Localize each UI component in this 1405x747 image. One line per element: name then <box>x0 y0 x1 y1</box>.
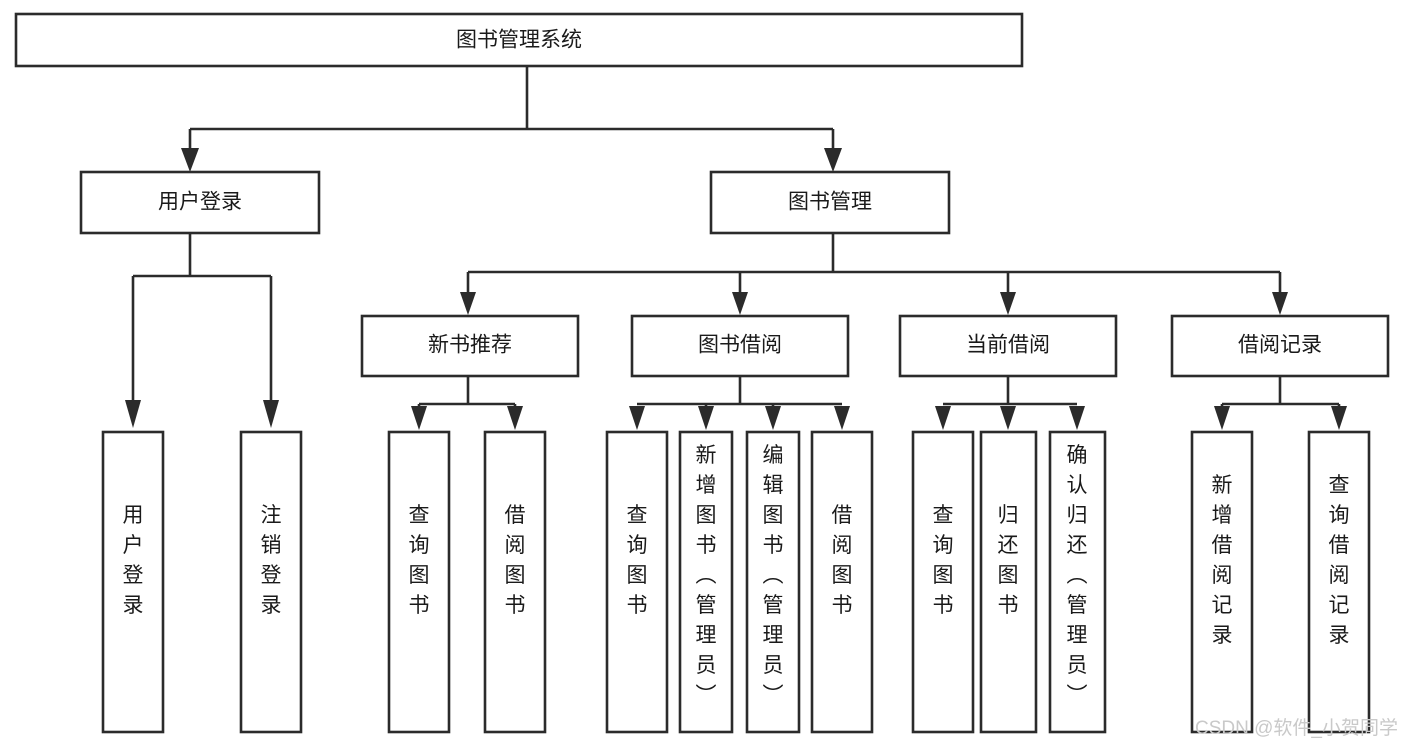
node-leaf-query-book-1-label: 查询图书 <box>409 504 430 617</box>
node-leaf-return-book-label: 归还图书 <box>998 504 1019 617</box>
node-user-login-box[interactable] <box>79 170 321 235</box>
node-leaf-edit-book-admin-label: 编辑图书︵管理员︶ <box>763 444 784 707</box>
node-leaf-return-book[interactable]: 归还图书 <box>979 430 1038 734</box>
arrowhead-current-borrow <box>1000 292 1016 315</box>
node-book-borrow-box[interactable] <box>630 314 850 378</box>
node-book-borrow[interactable]: 图书借阅 <box>630 314 850 378</box>
node-new-book-recommend-label: 新书推荐 <box>428 334 512 357</box>
node-borrow-record-label: 借阅记录 <box>1238 334 1322 357</box>
node-leaf-confirm-return-admin-box[interactable] <box>1048 430 1107 734</box>
node-book-management[interactable]: 图书管理 <box>709 170 951 235</box>
arrowhead-leaf-add-borrow-record <box>1214 406 1230 430</box>
node-user-login[interactable]: 用户登录 <box>79 170 321 235</box>
node-leaf-borrow-book-2[interactable]: 借阅图书 <box>810 430 874 734</box>
node-leaf-query-book-2-label: 查询图书 <box>627 504 648 617</box>
node-leaf-add-book-admin-label: 新增图书︵管理员︶ <box>696 444 717 707</box>
arrowhead-book-management <box>824 148 842 172</box>
node-book-management-label: 图书管理 <box>788 191 872 214</box>
node-leaf-user-login-box[interactable] <box>101 430 165 734</box>
node-leaf-return-book-box[interactable] <box>979 430 1038 734</box>
node-leaf-borrow-book-2-label: 借阅图书 <box>832 504 853 617</box>
node-leaf-confirm-return-admin-label: 确认归还︵管理员︶ <box>1067 444 1088 707</box>
node-leaf-add-borrow-record[interactable]: 新增借阅记录 <box>1190 430 1254 734</box>
node-current-borrow-label: 当前借阅 <box>966 334 1050 357</box>
node-leaf-edit-book-admin-box[interactable] <box>745 430 801 734</box>
node-leaf-query-book-3-label: 查询图书 <box>933 504 954 617</box>
node-current-borrow[interactable]: 当前借阅 <box>898 314 1118 378</box>
node-leaf-query-book-2[interactable]: 查询图书 <box>605 430 669 734</box>
node-leaf-borrow-book-1[interactable]: 借阅图书 <box>483 430 547 734</box>
node-borrow-record[interactable]: 借阅记录 <box>1170 314 1390 378</box>
node-leaf-edit-book-admin[interactable]: 编辑图书︵管理员︶ <box>745 430 801 734</box>
node-root-box[interactable] <box>14 12 1024 68</box>
node-root-label: 图书管理系统 <box>456 29 582 52</box>
node-leaf-borrow-book-1-label: 借阅图书 <box>505 504 526 617</box>
node-leaf-borrow-book-2-box[interactable] <box>810 430 874 734</box>
node-leaf-query-book-3-box[interactable] <box>911 430 975 734</box>
arrowhead-leaf-borrow-book-1 <box>507 406 523 430</box>
watermark-label: CSDN @软件_小贺同学 <box>1195 717 1398 739</box>
node-leaf-logout-login[interactable]: 注销登录 <box>239 430 303 734</box>
arrowhead-book-borrow <box>732 292 748 315</box>
node-user-login-label: 用户登录 <box>158 191 242 214</box>
arrowhead-leaf-query-book-2 <box>629 406 645 430</box>
node-current-borrow-box[interactable] <box>898 314 1118 378</box>
node-book-borrow-label: 图书借阅 <box>698 334 782 357</box>
node-leaf-user-login[interactable]: 用户登录 <box>101 430 165 734</box>
node-leaf-query-borrow-record-label: 查询借阅记录 <box>1329 474 1350 647</box>
arrowhead-leaf-query-book-3 <box>935 406 951 430</box>
arrowhead-leaf-logout-login <box>263 400 279 428</box>
arrowhead-leaf-query-borrow-record <box>1331 406 1347 430</box>
node-leaf-query-book-1-box[interactable] <box>387 430 451 734</box>
connector-layer <box>125 66 1347 430</box>
arrowhead-leaf-confirm-return-admin <box>1069 406 1085 430</box>
arrowhead-borrow-record <box>1272 292 1288 315</box>
arrowhead-user-login <box>181 148 199 172</box>
node-leaf-add-book-admin[interactable]: 新增图书︵管理员︶ <box>678 430 734 734</box>
node-leaf-confirm-return-admin[interactable]: 确认归还︵管理员︶ <box>1048 430 1107 734</box>
arrowhead-leaf-borrow-book-2 <box>834 406 850 430</box>
arrowhead-leaf-user-login <box>125 400 141 428</box>
node-leaf-user-login-label: 用户登录 <box>123 504 144 617</box>
arrowhead-leaf-add-book-admin <box>698 406 714 430</box>
node-root[interactable]: 图书管理系统 <box>14 12 1024 68</box>
node-new-book-recommend-box[interactable] <box>360 314 580 378</box>
node-new-book-recommend[interactable]: 新书推荐 <box>360 314 580 378</box>
node-leaf-logout-login-box[interactable] <box>239 430 303 734</box>
arrowhead-leaf-return-book <box>1000 406 1016 430</box>
node-leaf-add-borrow-record-label: 新增借阅记录 <box>1212 474 1233 647</box>
node-leaf-add-book-admin-box[interactable] <box>678 430 734 734</box>
node-book-management-box[interactable] <box>709 170 951 235</box>
node-leaf-add-borrow-record-box[interactable] <box>1190 430 1254 734</box>
arrowhead-new-book-recommend <box>460 292 476 315</box>
node-leaf-borrow-book-1-box[interactable] <box>483 430 547 734</box>
node-leaf-query-book-3[interactable]: 查询图书 <box>911 430 975 734</box>
node-leaf-logout-login-label: 注销登录 <box>261 504 282 617</box>
node-leaf-query-book-2-box[interactable] <box>605 430 669 734</box>
arrowhead-leaf-edit-book-admin <box>765 406 781 430</box>
node-leaf-query-book-1[interactable]: 查询图书 <box>387 430 451 734</box>
node-leaf-query-borrow-record-box[interactable] <box>1307 430 1371 734</box>
node-borrow-record-box[interactable] <box>1170 314 1390 378</box>
node-leaf-query-borrow-record[interactable]: 查询借阅记录 <box>1307 430 1371 734</box>
arrowhead-leaf-query-book-1 <box>411 406 427 430</box>
